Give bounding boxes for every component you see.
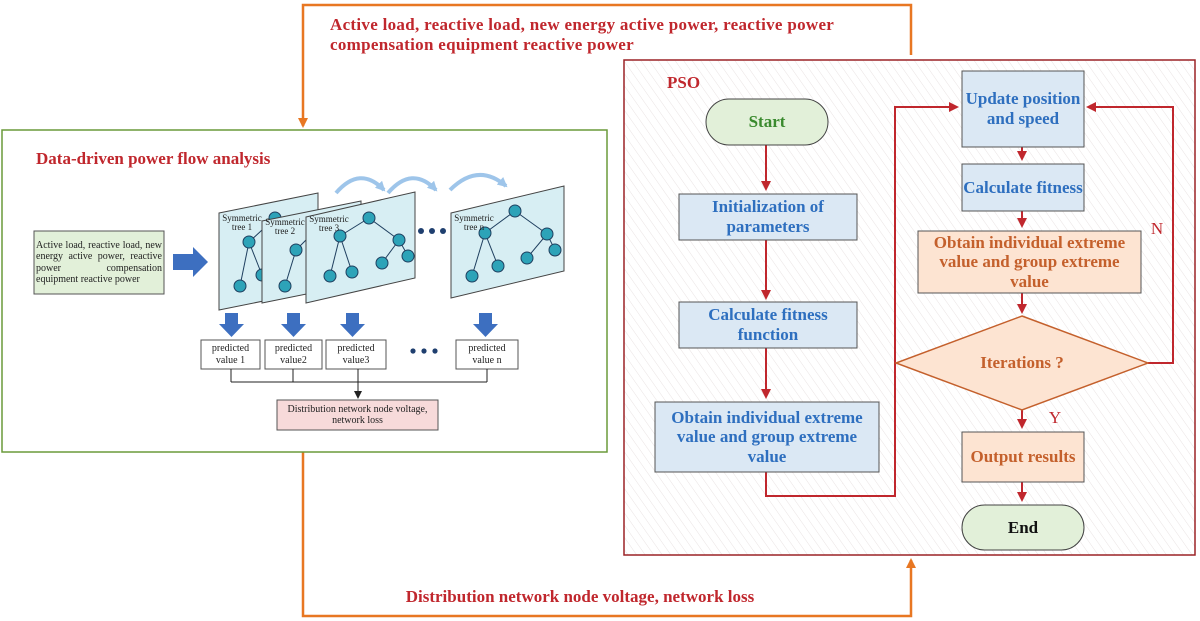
init-node [678,193,858,241]
pso-flow-lines [761,102,1174,502]
yes-branch-label: Y [1048,408,1062,428]
prediction-3-label: predicted value3 [337,343,375,366]
output-box-text: Distribution network node voltage, netwo… [287,403,428,427]
curve-arrow-1 [334,176,386,195]
obtain-extreme-left-node [654,401,880,473]
output-results-label: Output results [970,447,1076,467]
start-node [705,98,829,146]
curve-arrow-3 [448,172,508,192]
iterations-label: Iterations ? [980,353,1064,373]
tree-1-label: Symmetric tree 1 [222,213,262,233]
prediction-n-label: predicted value n [468,343,506,366]
tree-3 [305,191,416,304]
tree-2-label: Symmetric tree 2 [265,217,305,237]
tree-n [450,185,565,299]
update-label: Update position and speed [965,89,1081,128]
top-feedback-arrow [298,3,913,128]
update-node [961,70,1085,148]
prediction-ellipsis [410,348,438,354]
no-branch-label: N [1150,219,1164,239]
tree-n-label: Symmetric tree n [454,213,494,233]
obtain-extreme-right-node [917,230,1142,294]
end-node [961,504,1085,551]
calc-fitness-label: Calculate fitness [963,177,1083,197]
aggregation-lines [230,369,488,399]
input-box-text: Active load, reactive load, new energy a… [36,239,162,286]
prediction-arrows [219,313,498,337]
iterations-decision [893,315,1151,411]
calc-fitness-function-node [678,301,858,349]
output-box [276,399,439,431]
obtain-extreme-right-label: Obtain individual extreme value and grou… [933,232,1126,291]
prediction-2-label: predicted value2 [274,343,313,366]
prediction-boxes [200,339,519,370]
top-feedback-label: Active load, reactive load, new energy a… [330,15,834,54]
input-box [33,230,165,295]
output-results-node [961,431,1085,483]
input-arrow [173,247,208,277]
pso-title: PSO [667,73,701,92]
end-label: End [1007,517,1039,537]
start-label: Start [748,112,786,132]
prediction-1-label: predicted value 1 [211,343,250,366]
init-label: Initialization of parameters [712,197,824,236]
obtain-extreme-left-label: Obtain individual extreme value and grou… [671,407,863,466]
left-panel-title: Data-driven power flow analysis [36,149,271,168]
bottom-feedback-label: Distribution network node voltage, netwo… [405,587,755,607]
calc-fitness-function-label: Calculate fitness function [708,305,828,344]
calc-fitness-node [961,163,1085,212]
tree-3-label: Symmetric tree 3 [309,214,349,234]
curve-arrow-2 [386,176,438,195]
bottom-feedback-arrow [301,452,916,618]
tree-ellipsis [418,228,446,234]
